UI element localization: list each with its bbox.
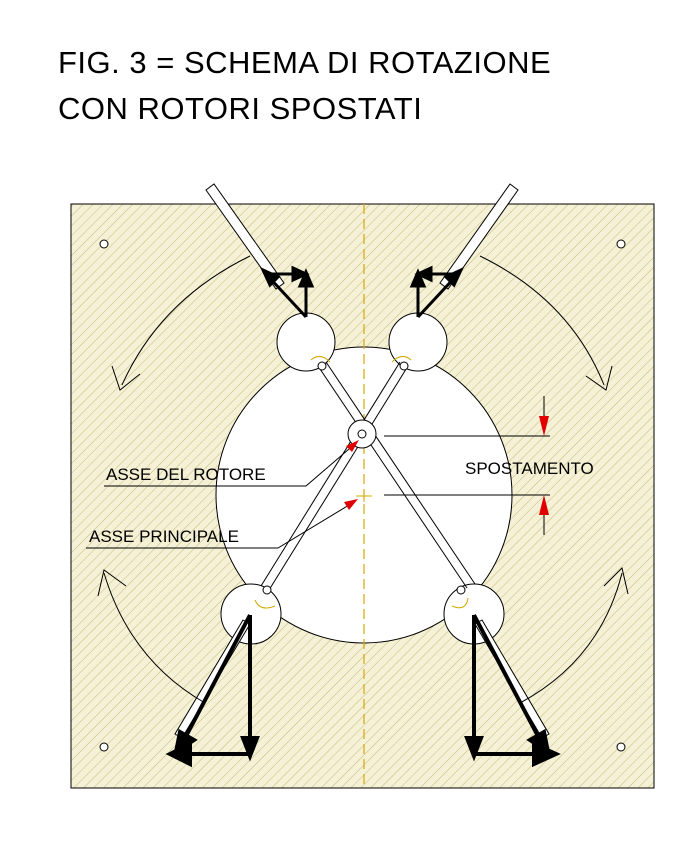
rotation-arc-bottom-left — [97, 569, 206, 704]
force-arrows-bottom-right — [464, 614, 561, 768]
blade-top-right — [439, 183, 519, 290]
rotor-axis-point — [357, 429, 367, 439]
force-arrows-top-left — [259, 265, 315, 319]
title-line-1: FIG. 3 = SCHEMA DI ROTAZIONE — [58, 45, 552, 80]
corner-hole-top-right — [616, 239, 626, 249]
offset-arrow-top — [539, 416, 549, 436]
rotor-axis-leader — [104, 442, 357, 487]
corner-hole-bottom-left — [99, 742, 109, 752]
blade-top-left — [205, 183, 285, 290]
main-axis-label: ASSE PRINCIPALE — [89, 527, 239, 546]
rotor-arms — [260, 361, 476, 591]
rotor-disc-top-right — [388, 312, 448, 372]
rotor-axis-label: ASSE DEL ROTORE — [106, 465, 266, 484]
title-line-2: CON ROTORI SPOSTATI — [58, 91, 423, 126]
rotation-arc-top-right — [479, 255, 613, 391]
rotation-arc-top-left — [111, 255, 251, 391]
rotation-arc-bottom-right — [519, 567, 629, 704]
force-arrows-bottom-left — [165, 614, 260, 768]
main-axis-marker — [356, 490, 372, 502]
main-axis-leader — [86, 501, 355, 549]
force-arrows-top-right — [409, 265, 465, 319]
corner-hole-top-left — [99, 239, 109, 249]
corner-hole-bottom-right — [616, 742, 626, 752]
offset-label: SPOSTAMENTO — [465, 459, 594, 478]
figure-title: FIG. 3 = SCHEMA DI ROTAZIONE CON ROTORI … — [58, 40, 551, 132]
offset-arrow-bottom — [539, 495, 549, 515]
